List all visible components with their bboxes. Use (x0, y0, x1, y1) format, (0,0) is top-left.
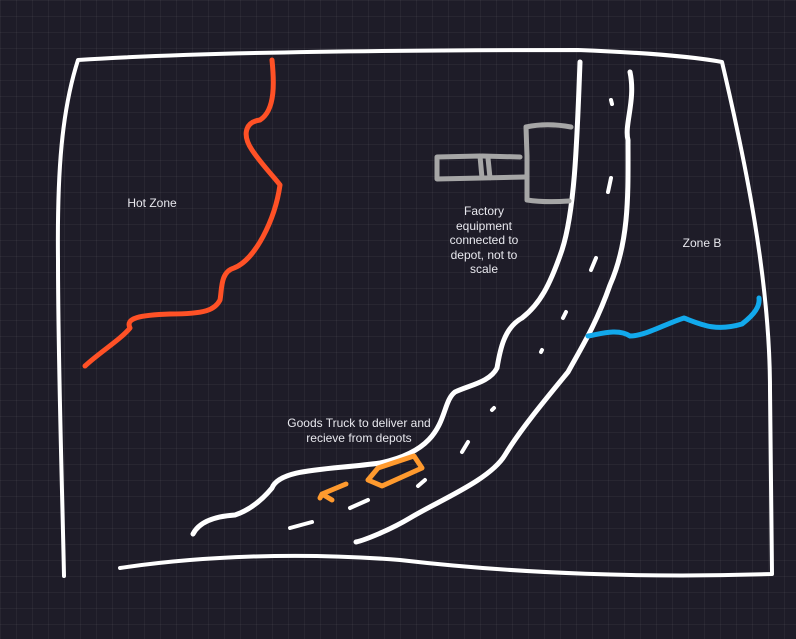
hot-zone-label: Hot Zone (127, 196, 177, 210)
area-boundary (55, 48, 774, 578)
truck-label: Goods Truck to deliver and recieve from … (287, 416, 431, 445)
truck-direction-arrow (317, 481, 349, 503)
zone-b-boundary (585, 295, 762, 339)
road-left-edge (190, 59, 583, 537)
road-right-edge (353, 69, 635, 545)
goods-truck (317, 453, 425, 503)
zone-b-label: Zone B (682, 236, 722, 250)
factory-label: Factory equipment connected to depot, no… (449, 204, 519, 276)
road-center-dashes (288, 98, 614, 530)
truck-body (365, 453, 425, 489)
hot-zone-boundary (82, 57, 283, 369)
factory-equipment (434, 122, 574, 205)
